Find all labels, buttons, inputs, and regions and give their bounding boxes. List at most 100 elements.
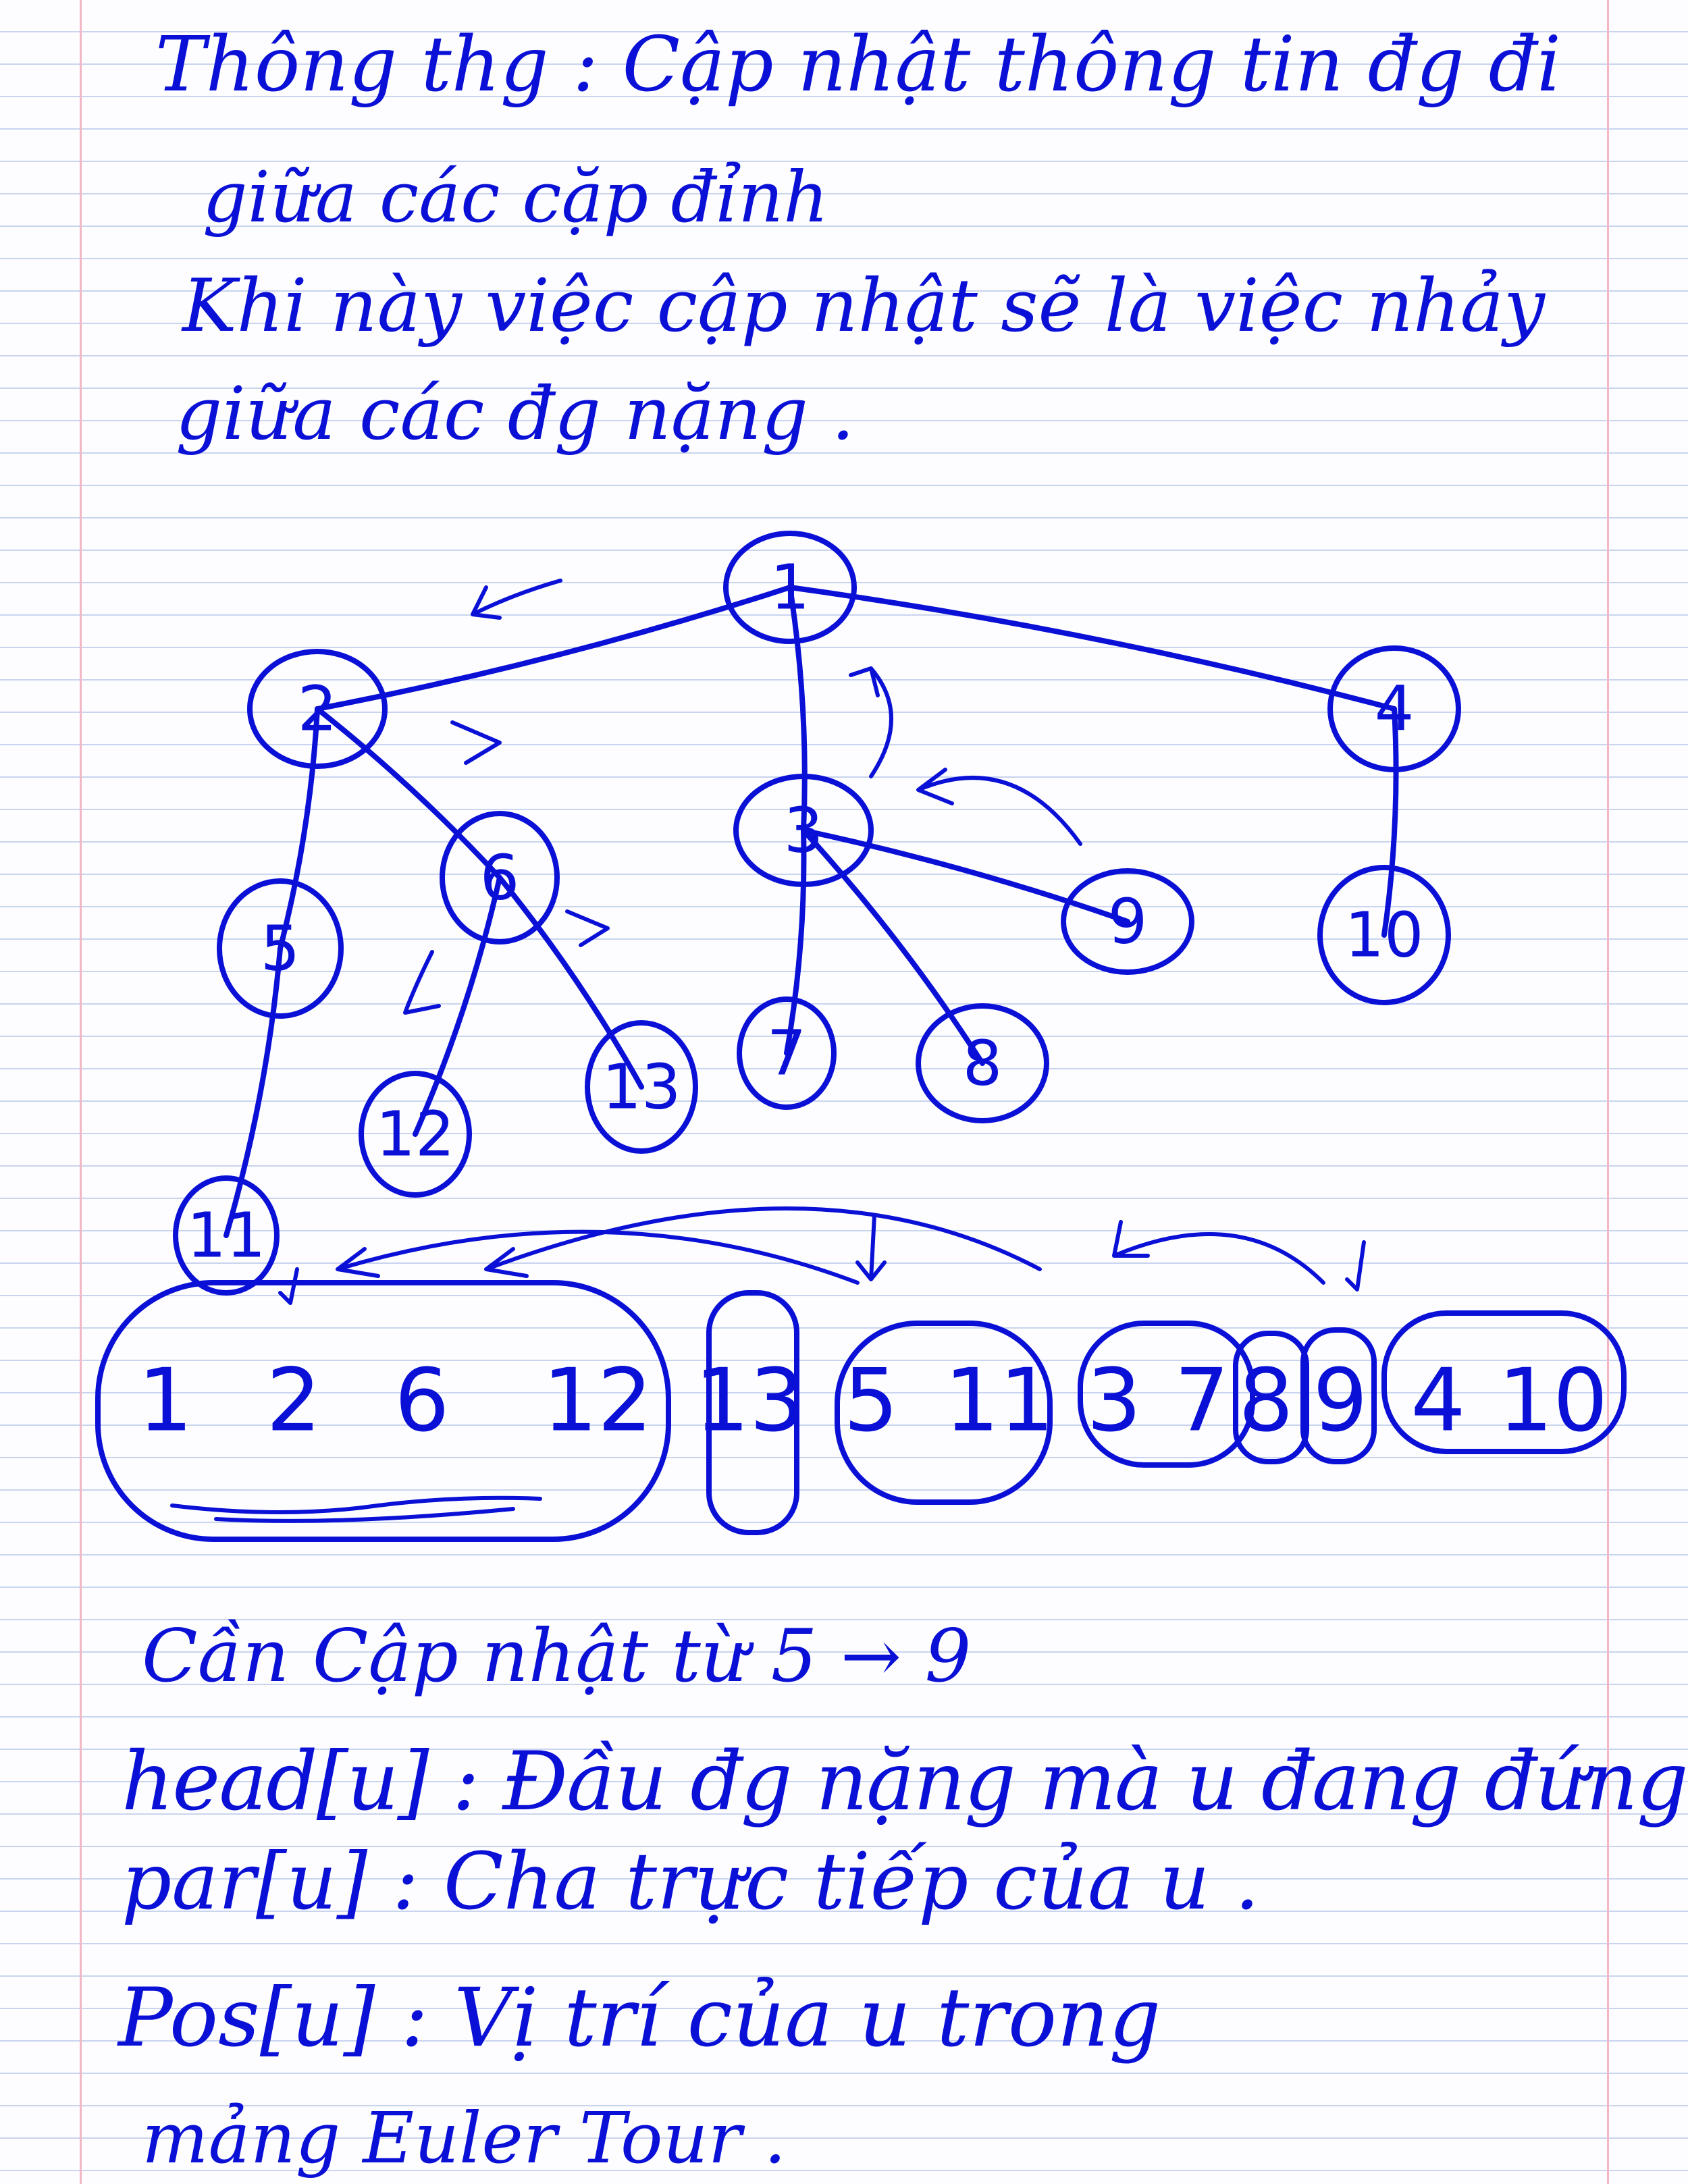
tree-node-label: 1 <box>770 552 810 624</box>
tree-node-4: 4 <box>1327 645 1461 772</box>
tree-node-circle <box>916 1003 1049 1123</box>
note-line-1: Thông thg : Cập nhật thông tin đg đi <box>155 21 1561 109</box>
tree-node-label: 5 <box>261 913 300 985</box>
tree-node-label: 4 <box>1375 673 1415 745</box>
note-line-2: giữa các cặp đỉnh <box>203 156 829 238</box>
tree-edge-3-8 <box>801 828 985 1066</box>
tree-node-11: 11 <box>173 1175 280 1296</box>
tree-node-circle <box>585 1020 698 1154</box>
tree-node-circle <box>723 531 857 644</box>
tree-edge-1-2 <box>315 585 793 712</box>
tree-node-2: 2 <box>247 649 388 769</box>
note-bottom-1: Cần Cập nhật từ 5 → 9 <box>142 1614 972 1699</box>
tree-node-3: 3 <box>733 774 874 887</box>
tree-node-8: 8 <box>916 1003 1049 1123</box>
heavy-chain-outline-1 <box>95 1280 671 1542</box>
traversal-arrow-4 <box>403 950 441 1015</box>
tour-item-4: 4 <box>1410 1351 1465 1451</box>
tree-edge-1-4 <box>787 585 1397 712</box>
left-margin-line <box>80 0 82 2184</box>
traversal-arrow-3 <box>565 909 610 947</box>
tree-edge-1-3 <box>787 585 808 833</box>
chain-underline <box>170 1495 542 1523</box>
tree-node-circle <box>247 649 388 769</box>
tree-edges <box>223 585 1399 1238</box>
note-par-def: par[u] : Cha trực tiếp của u . <box>122 1836 1260 1927</box>
tree-node-13: 13 <box>585 1020 698 1154</box>
tour-item-6: 6 <box>394 1351 449 1451</box>
note-line-4: giữa các đg nặng . <box>176 372 855 456</box>
note-pos-def-cont: mảng Euler Tour . <box>142 2097 787 2179</box>
heavy-chain-outline-7 <box>1381 1310 1627 1454</box>
jump-arrow-6 <box>278 1267 299 1305</box>
tree-node-label: 11 <box>186 1200 265 1272</box>
heavy-chain-outline-2 <box>706 1290 799 1535</box>
tree-node-label: 8 <box>963 1028 1003 1100</box>
tree-node-label: 7 <box>767 1017 807 1090</box>
tour-item-5: 5 <box>843 1351 898 1451</box>
tree-edge-2-6 <box>315 706 502 880</box>
traversal-arrow-5 <box>849 666 893 778</box>
traversal-arrows <box>278 579 1366 1305</box>
jump-arrow-2 <box>336 1229 860 1285</box>
tree-node-circle <box>440 811 560 944</box>
tree-edge-6-12 <box>413 875 502 1137</box>
tree-node-circle <box>1317 865 1451 1005</box>
tree-node-12: 12 <box>359 1071 472 1198</box>
note-pos-def: Pos[u] : Vị trí của u trong <box>118 1971 1161 2065</box>
tree-node-circle <box>733 774 874 887</box>
tree-node-label: 12 <box>375 1098 454 1171</box>
jump-arrow-5 <box>1345 1240 1366 1291</box>
traversal-arrow-2 <box>450 720 502 765</box>
heavy-chain-outline-6 <box>1300 1327 1377 1464</box>
tour-item-1: 1 <box>138 1351 192 1451</box>
tree-node-label: 13 <box>602 1051 681 1123</box>
tree-edge-2-5 <box>278 706 320 951</box>
tree-edge-4-10 <box>1381 706 1399 938</box>
tree-node-1: 1 <box>723 531 857 644</box>
tree-node-circle <box>1327 645 1461 772</box>
heavy-chain-outline-5 <box>1233 1331 1309 1464</box>
tree-node-label: 9 <box>1108 886 1148 958</box>
tree-node-label: 3 <box>784 795 824 867</box>
tour-item-7: 7 <box>1174 1351 1229 1451</box>
tree-node-10: 10 <box>1317 865 1451 1005</box>
note-line-3: Khi này việc cập nhật sẽ là việc nhảy <box>182 264 1545 348</box>
heavy-chain-outline-3 <box>835 1321 1053 1505</box>
tour-item-2: 2 <box>266 1351 321 1451</box>
jump-arrow-3 <box>1112 1220 1325 1285</box>
tree-node-circle <box>359 1071 472 1198</box>
tree-node-circle <box>737 996 837 1110</box>
tour-item-13: 13 <box>695 1351 805 1451</box>
tree-node-label: 6 <box>480 842 520 914</box>
tour-item-12: 12 <box>543 1351 653 1451</box>
tree-edge-5-11 <box>223 946 283 1238</box>
tree-edge-3-7 <box>784 828 807 1056</box>
tree-node-label: 10 <box>1344 899 1423 971</box>
traversal-arrow-1 <box>471 579 562 620</box>
tour-item-10: 10 <box>1498 1351 1608 1451</box>
tree-node-5: 5 <box>217 878 344 1019</box>
traversal-arrow-6 <box>916 768 1082 846</box>
tree-edge-3-9 <box>801 828 1130 924</box>
heavy-chain-outline-4 <box>1078 1321 1255 1468</box>
tree-node-6: 6 <box>440 811 560 944</box>
tour-item-3: 3 <box>1086 1351 1141 1451</box>
tree-node-9: 9 <box>1061 868 1194 975</box>
tree-node-circle <box>173 1175 280 1296</box>
right-margin-line <box>1607 0 1609 2184</box>
jump-arrow-4 <box>855 1213 887 1281</box>
tree-edge-6-13 <box>497 875 644 1090</box>
tour-item-9: 9 <box>1313 1351 1367 1451</box>
jump-arrow-1 <box>484 1206 1042 1278</box>
tree-node-circle <box>217 878 344 1019</box>
tree-node-label: 2 <box>298 673 338 745</box>
tree-node-7: 7 <box>737 996 837 1110</box>
note-head-def: head[u] : Đầu đg nặng mà u đang đứng <box>122 1735 1688 1829</box>
tree-node-circle <box>1061 868 1194 975</box>
tour-item-11: 11 <box>945 1351 1055 1451</box>
